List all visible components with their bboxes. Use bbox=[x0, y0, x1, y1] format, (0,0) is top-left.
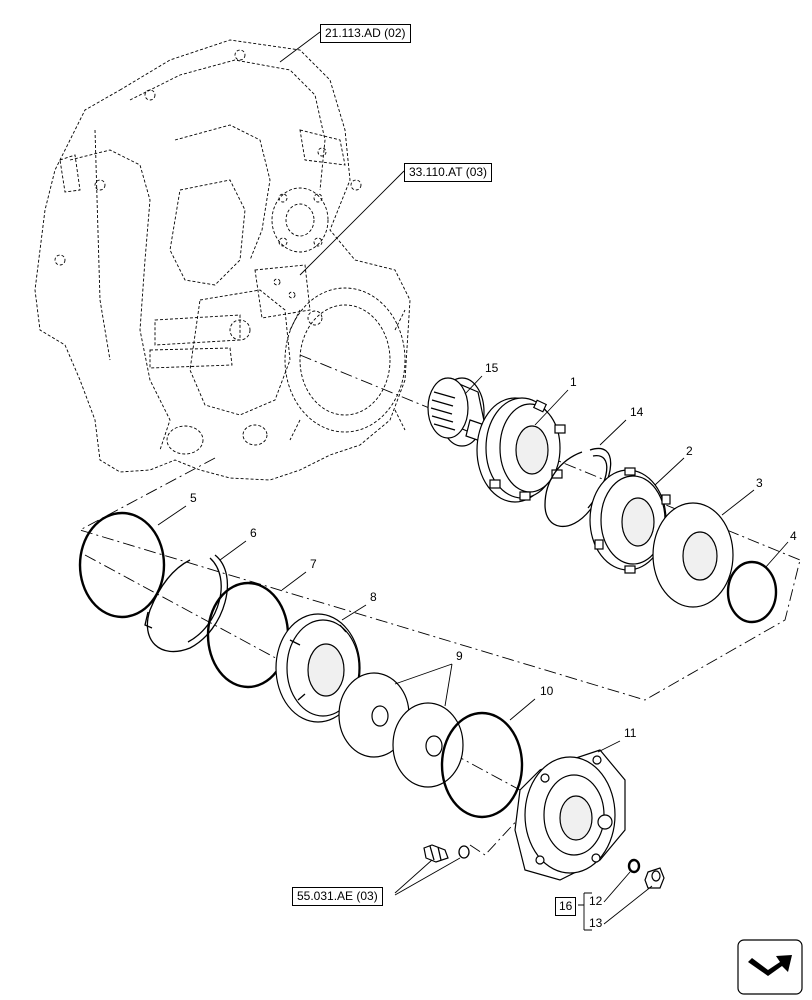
callout-12[interactable]: 12 bbox=[589, 894, 603, 908]
part-5-o-ring bbox=[78, 511, 166, 619]
kit-number-box[interactable]: 16 bbox=[555, 897, 577, 916]
callout-6[interactable]: 6 bbox=[250, 526, 257, 540]
callout-4[interactable]: 4 bbox=[790, 529, 797, 543]
leader-fitting-1 bbox=[394, 859, 433, 894]
callout-15[interactable]: 15 bbox=[485, 361, 499, 375]
reference-box-housing[interactable]: 21.113.AD (02) bbox=[320, 24, 411, 43]
leader-fitting-2 bbox=[394, 857, 461, 896]
callout-3[interactable]: 3 bbox=[756, 476, 763, 490]
axis-line-fitting bbox=[469, 814, 523, 856]
part-10-o-ring bbox=[440, 711, 524, 819]
callout-10[interactable]: 10 bbox=[540, 684, 554, 698]
callouts: 1 2 3 4 5 6 7 8 9 10 11 12 13 bbox=[157, 361, 797, 930]
leader-ref-mid bbox=[299, 170, 405, 276]
part-2-plate bbox=[589, 467, 671, 574]
callout-9[interactable]: 9 bbox=[456, 649, 463, 663]
callout-14[interactable]: 14 bbox=[630, 405, 644, 419]
callout-13[interactable]: 13 bbox=[589, 916, 603, 930]
callout-2[interactable]: 2 bbox=[686, 444, 693, 458]
part-13-plug bbox=[644, 867, 665, 889]
next-page-icon[interactable] bbox=[737, 939, 803, 995]
leader-ref-top bbox=[279, 31, 321, 63]
assembly-outline bbox=[78, 457, 801, 701]
kit-bracket bbox=[578, 892, 592, 931]
callout-8[interactable]: 8 bbox=[370, 590, 377, 604]
transmission-housing bbox=[34, 39, 411, 481]
part-12-washer bbox=[627, 858, 641, 874]
part-9-discs bbox=[338, 672, 464, 788]
callout-11[interactable]: 11 bbox=[624, 726, 637, 740]
part-3-disc bbox=[652, 502, 734, 608]
callout-1[interactable]: 1 bbox=[570, 375, 577, 389]
fitting-assembly bbox=[423, 844, 470, 863]
callout-7[interactable]: 7 bbox=[310, 557, 317, 571]
part-1-piston bbox=[476, 397, 566, 503]
part-8-plate bbox=[275, 613, 361, 723]
reference-box-fitting[interactable]: 55.031.AE (03) bbox=[292, 887, 383, 906]
part-11-cover bbox=[514, 749, 626, 881]
callout-5[interactable]: 5 bbox=[190, 491, 197, 505]
reference-box-valve[interactable]: 33.110.AT (03) bbox=[404, 163, 493, 182]
part-4-o-ring bbox=[726, 560, 778, 624]
